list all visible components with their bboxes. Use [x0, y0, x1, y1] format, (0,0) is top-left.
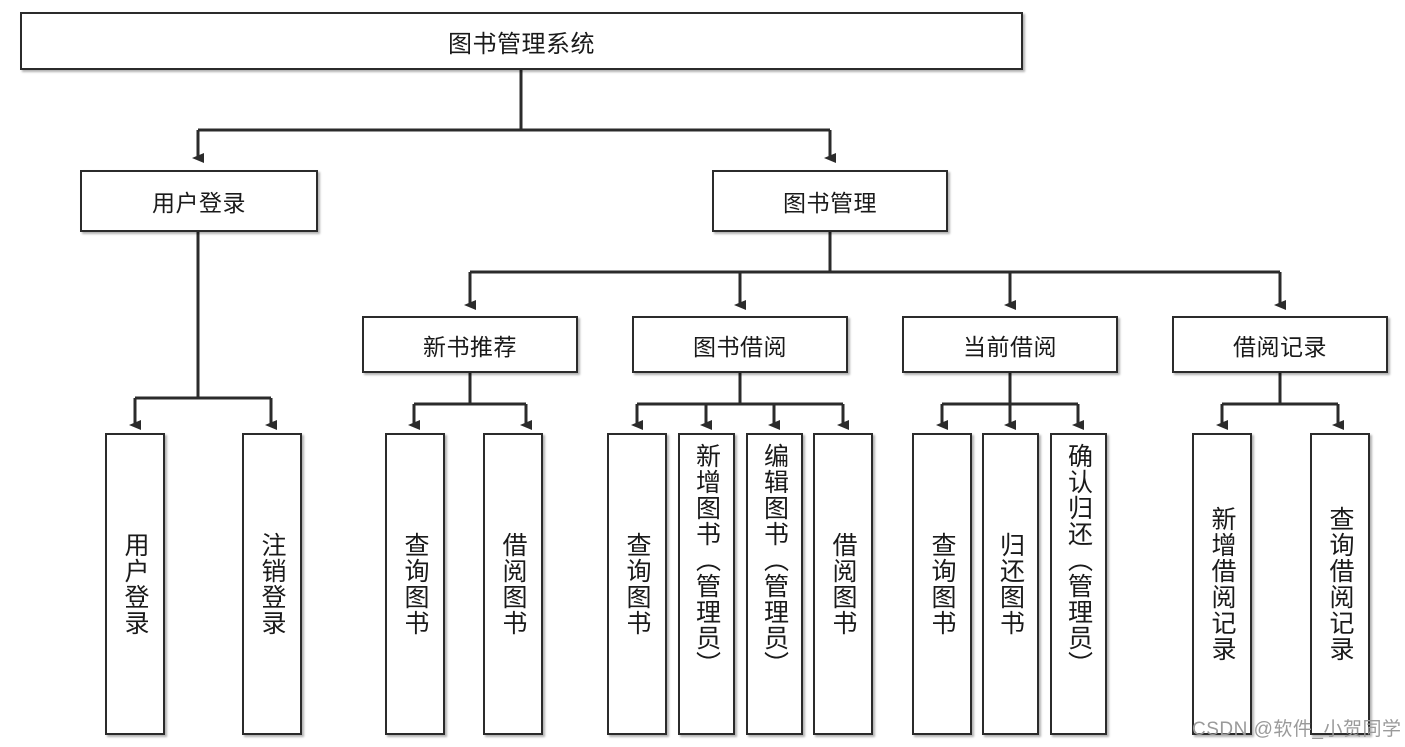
node-label: 归还图书 — [996, 532, 1025, 636]
leaf-return-book[interactable]: 归还图书 — [982, 433, 1039, 735]
leaf-query-borrow-record[interactable]: 查询借阅记录 — [1310, 433, 1370, 735]
node-label: 查询图书 — [928, 532, 956, 636]
node-user-login[interactable]: 用户登录 — [80, 170, 318, 232]
node-book-management[interactable]: 图书管理 — [712, 170, 948, 232]
node-label: 查询图书 — [401, 532, 429, 636]
node-label: 查询借阅记录 — [1326, 506, 1354, 662]
node-label: 图书管理 — [783, 190, 877, 216]
node-root-book-management-system[interactable]: 图书管理系统 — [20, 12, 1023, 70]
leaf-user-login[interactable]: 用户登录 — [105, 433, 165, 735]
leaf-query-book-recommend[interactable]: 查询图书 — [385, 433, 445, 735]
node-new-book-recommend[interactable]: 新书推荐 — [362, 316, 578, 373]
csdn-watermark: CSDN @软件_小贺同学 — [1192, 719, 1402, 740]
node-label: 新书推荐 — [423, 333, 517, 360]
node-label: 用户登录 — [121, 532, 149, 636]
leaf-query-book-borrow[interactable]: 查询图书 — [607, 433, 667, 735]
node-label: 当前借阅 — [963, 333, 1057, 360]
node-book-borrow[interactable]: 图书借阅 — [632, 316, 848, 373]
leaf-borrow-book-borrow[interactable]: 借阅图书 — [813, 433, 873, 735]
leaf-edit-book-admin[interactable]: 编辑图书（管理员） — [746, 433, 803, 735]
node-label: 新增图书（管理员） — [692, 443, 721, 677]
node-label: 图书管理系统 — [448, 30, 595, 58]
node-label: 借阅记录 — [1233, 333, 1327, 360]
node-label: 确认归还（管理员） — [1064, 443, 1093, 677]
node-label: 注销登录 — [258, 532, 286, 636]
node-label: 查询图书 — [623, 532, 651, 636]
node-label: 借阅图书 — [829, 532, 857, 636]
leaf-add-borrow-record[interactable]: 新增借阅记录 — [1192, 433, 1252, 735]
node-label: 编辑图书（管理员） — [760, 443, 789, 677]
leaf-query-book-current[interactable]: 查询图书 — [912, 433, 972, 735]
node-borrow-record[interactable]: 借阅记录 — [1172, 316, 1388, 373]
leaf-borrow-book-recommend[interactable]: 借阅图书 — [483, 433, 543, 735]
node-label: 借阅图书 — [499, 532, 527, 636]
node-label: 图书借阅 — [693, 333, 787, 360]
leaf-confirm-return-admin[interactable]: 确认归还（管理员） — [1050, 433, 1107, 735]
node-current-borrow[interactable]: 当前借阅 — [902, 316, 1118, 373]
leaf-add-book-admin[interactable]: 新增图书（管理员） — [678, 433, 735, 735]
node-label: 用户登录 — [152, 190, 246, 216]
leaf-user-logout[interactable]: 注销登录 — [242, 433, 302, 735]
node-label: 新增借阅记录 — [1208, 506, 1236, 662]
